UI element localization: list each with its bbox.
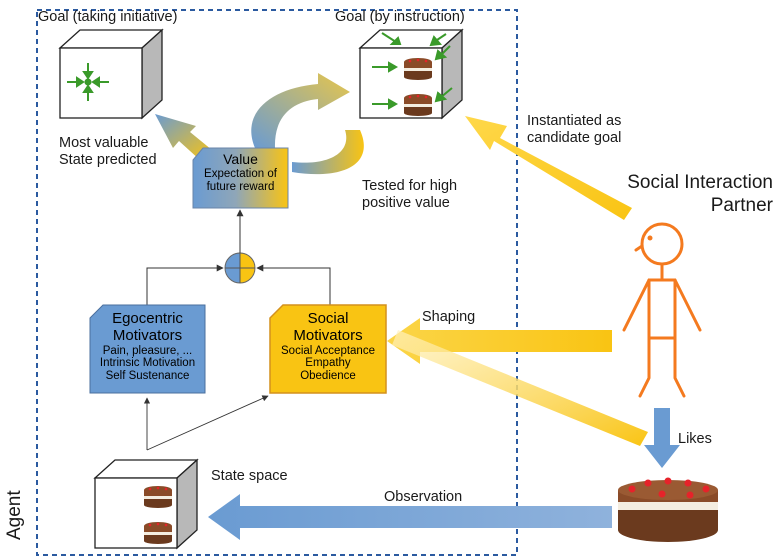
social-to-sum-line [256,264,331,305]
value-box-text: Value Expectation of future reward [193,151,288,193]
shaping-label: Shaping [422,309,476,325]
sum-node [224,252,256,284]
goal-instruction-cube [358,28,464,120]
partner-label: Social Interaction Partner [627,172,773,216]
instantiated-arrow [465,116,632,220]
goal-initiative-cube [58,28,164,120]
state-space-cube [93,458,199,550]
egocentric-to-sum-line [146,264,224,305]
likes-arrow [644,408,680,468]
most-valuable-arrow [155,114,212,160]
tested-label: Tested for high positive value [362,178,458,212]
converging-arrows-icon [67,63,109,101]
instantiated-label: Instantiated as candidate goal [527,113,622,147]
value-title: Value [223,151,258,167]
likes-label: Likes [678,431,712,447]
egocentric-box-text: Egocentric Motivators Pain, pleasure, ..… [99,310,196,383]
converging-arrows-icon [372,32,453,110]
observation-label: Observation [384,489,463,505]
state-to-social-line [146,395,269,451]
egocentric-motivators-box [89,304,206,394]
cake-icon [618,477,718,542]
state-space-label: State space [211,468,288,484]
social-motivators-box [269,304,387,394]
shaping-arrow [387,318,612,364]
most-valuable-label: Most valuable State predicted [59,135,157,169]
social-partner-figure [622,222,702,398]
value-cycle-bottom-arrow [292,130,364,175]
social-box-text: Social Motivators Social Acceptance Empa… [281,310,375,383]
value-cycle-top-arrow [251,73,350,148]
observation-arrow [208,494,612,540]
agent-label: Agent [4,490,25,540]
goal-instruction-label: Goal (by instruction) [335,9,465,25]
goal-initiative-label: Goal (taking initiative) [38,9,178,25]
agent-boundary [36,9,518,556]
value-box [192,147,289,209]
partner-to-social-arrow [392,330,648,446]
